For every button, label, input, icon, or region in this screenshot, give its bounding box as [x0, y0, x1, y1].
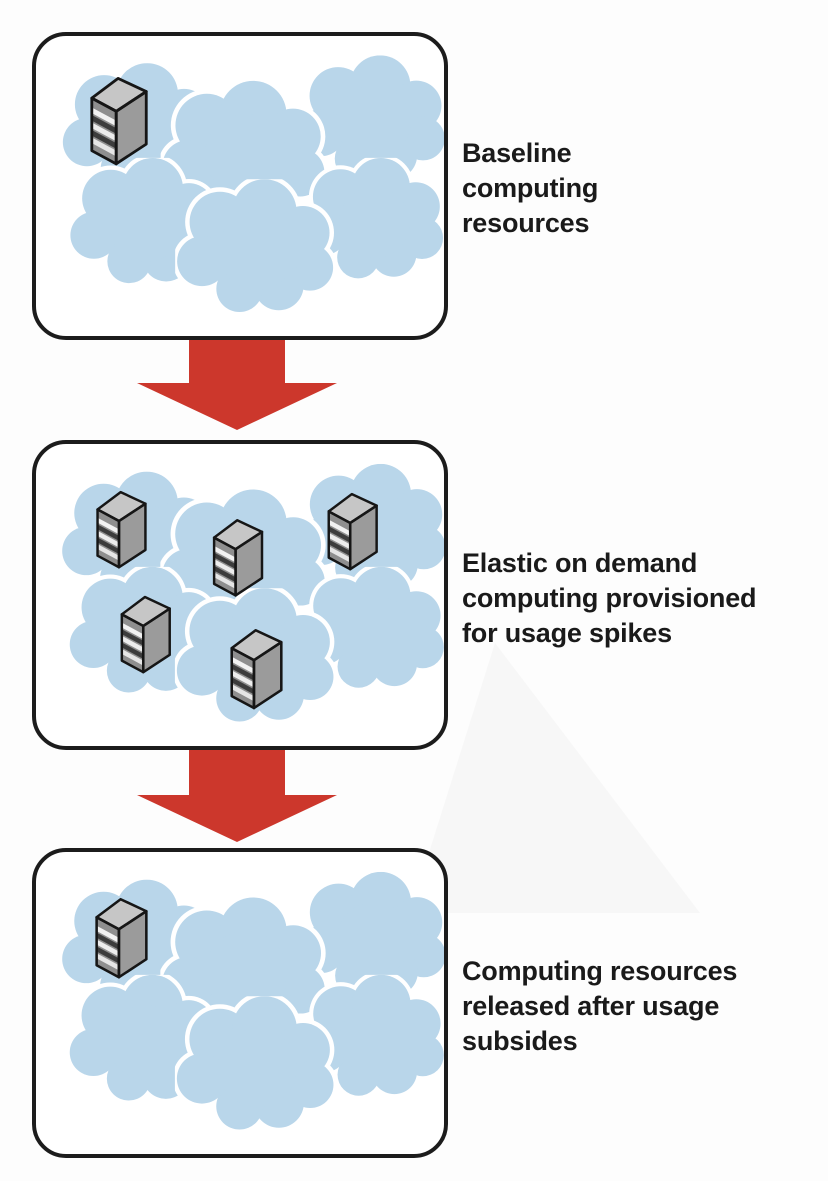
down-arrow-1: [137, 338, 337, 430]
elastic-cloud-art: [60, 463, 444, 725]
stage-label-released: Computing resources released after usage…: [462, 954, 822, 1059]
stage-label-line: computing provisioned: [462, 583, 757, 613]
down-arrow-2: [137, 750, 337, 842]
stage-label-line: computing: [462, 173, 599, 203]
down-arrow-icon: [137, 338, 337, 430]
stage-label-line: Computing resources: [462, 956, 738, 986]
server-icon: [90, 76, 148, 166]
server-icon: [327, 492, 378, 571]
released-cloud-art: [60, 871, 444, 1133]
stage-label-line: for usage spikes: [462, 618, 672, 648]
server-icon: [212, 519, 264, 597]
stage-label-line: Elastic on demand: [462, 548, 698, 578]
server-icon: [95, 897, 148, 979]
stage-label-elastic-spike: Elastic on demand computing provisioned …: [462, 546, 822, 651]
server-icon: [96, 490, 147, 569]
server-icon: [230, 628, 283, 710]
server-icon: [120, 595, 171, 674]
stage-label-line: Baseline: [462, 138, 572, 168]
baseline-cloud-art: [60, 55, 444, 315]
stage-label-line: released after usage: [462, 991, 720, 1021]
background-watermark: [410, 643, 700, 913]
stage-panel-elastic-spike: [32, 440, 448, 750]
down-arrow-icon: [137, 750, 337, 842]
stage-label-baseline: Baseline computing resources: [462, 136, 822, 241]
stage-panel-released: [32, 848, 448, 1158]
stage-label-line: resources: [462, 208, 590, 238]
stage-panel-baseline: [32, 32, 448, 340]
stage-label-line: subsides: [462, 1026, 578, 1056]
